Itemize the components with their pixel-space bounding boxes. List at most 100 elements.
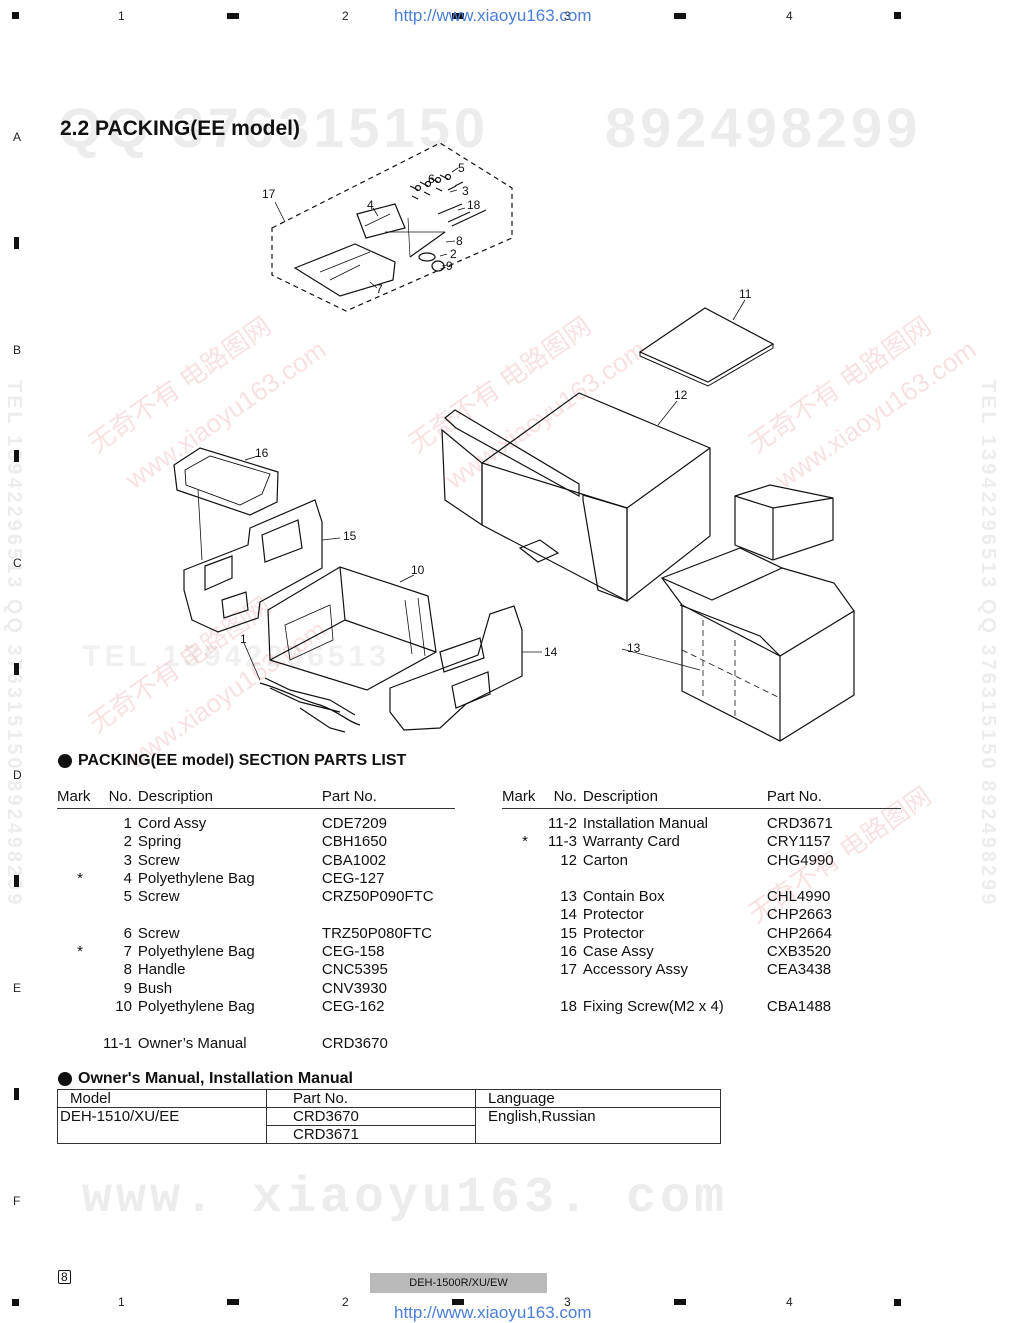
part-number-cell: 11-1 bbox=[103, 1034, 132, 1052]
callout-label: 16 bbox=[255, 446, 269, 460]
protector-right bbox=[389, 605, 523, 731]
manual-table: Model Part No. Language DEH-1510/XU/EE C… bbox=[57, 1089, 721, 1144]
part-code-cell: CEG-158 bbox=[321, 943, 385, 961]
grid-row-label: C bbox=[13, 556, 22, 570]
part-mark-cell bbox=[57, 809, 103, 834]
grid-row-label: F bbox=[13, 1194, 21, 1208]
part-mark-cell bbox=[57, 852, 103, 870]
column-header-description: Description bbox=[582, 786, 767, 809]
part-description-cell bbox=[583, 870, 767, 888]
part-number-cell: 11-3 bbox=[548, 833, 577, 851]
callout-label: 9 bbox=[446, 259, 453, 273]
handle bbox=[409, 231, 446, 258]
part-description-cell: Carton bbox=[582, 851, 628, 869]
part-code-cell: CNV3930 bbox=[321, 979, 387, 997]
part-code-cell: CHL4990 bbox=[766, 888, 831, 906]
grid-corner bbox=[12, 1299, 19, 1306]
grid-row-label: A bbox=[13, 130, 22, 144]
cord-assy bbox=[259, 677, 361, 733]
part-mark-cell bbox=[502, 906, 548, 924]
part-code-cell: CEG-162 bbox=[321, 997, 385, 1015]
part-mark-cell bbox=[57, 906, 103, 924]
part-code-cell: TRZ50P080FTC bbox=[321, 924, 432, 942]
callout-label: 6 bbox=[428, 172, 435, 186]
table-row: 17 Accessory Assy CEA3438 bbox=[502, 961, 901, 979]
part-mark-cell bbox=[502, 925, 548, 943]
grid-mark bbox=[452, 1299, 464, 1305]
part-description-cell: Spring bbox=[137, 833, 182, 851]
manual-part-no-cell: CRD3671 bbox=[266, 1125, 476, 1144]
grid-mark bbox=[674, 1299, 686, 1305]
part-code-cell: CBA1488 bbox=[766, 997, 832, 1015]
part-number-cell: 11-2 bbox=[548, 815, 577, 832]
manual-model-cell: DEH-1510/XU/EE bbox=[57, 1107, 267, 1144]
part-code-cell bbox=[322, 1016, 455, 1034]
grid-row-label: B bbox=[13, 343, 22, 357]
part-number-cell: 17 bbox=[560, 961, 577, 979]
grid-row-tick bbox=[14, 1088, 19, 1100]
part-code-cell: CHP2663 bbox=[766, 906, 832, 924]
bullet-icon bbox=[58, 1072, 72, 1086]
fixing-screw bbox=[437, 203, 487, 227]
page-number: 8 bbox=[58, 1270, 71, 1284]
carton bbox=[480, 392, 711, 603]
part-code-cell: CRZ50P090FTC bbox=[321, 888, 434, 906]
part-mark-cell bbox=[57, 888, 103, 906]
part-mark-cell bbox=[57, 980, 103, 998]
grid-row-tick bbox=[14, 450, 19, 462]
callout-label: 1 bbox=[240, 632, 247, 646]
callout-label: 17 bbox=[262, 187, 276, 201]
part-description-cell: Warranty Card bbox=[582, 833, 680, 851]
callout-label: 14 bbox=[544, 645, 558, 659]
part-mark-cell bbox=[57, 1016, 103, 1034]
part-number-cell: 1 bbox=[123, 815, 132, 832]
column-header-part-no: Part No. bbox=[321, 786, 455, 809]
grid-mark bbox=[452, 13, 464, 19]
grid-column-label: 1 bbox=[118, 9, 125, 23]
column-header-mark: Mark bbox=[57, 786, 103, 809]
part-number-cell: 12 bbox=[560, 851, 577, 869]
screw-group bbox=[409, 174, 464, 200]
part-number-cell: 7 bbox=[123, 943, 132, 961]
part-mark-cell bbox=[502, 961, 548, 979]
callout-label: 3 bbox=[462, 184, 469, 198]
grid-column-label: 4 bbox=[786, 1295, 793, 1309]
table-header-row: Mark No. Description Part No. bbox=[57, 786, 455, 809]
grid-corner bbox=[12, 12, 19, 19]
bullet-icon bbox=[58, 754, 72, 768]
column-header-language: Language bbox=[475, 1089, 721, 1108]
part-mark-cell: * bbox=[522, 833, 528, 851]
callout-label: 2 bbox=[450, 247, 457, 261]
part-code-cell: CHG4990 bbox=[766, 851, 834, 869]
part-code-cell: CEG-127 bbox=[321, 869, 385, 887]
part-mark-cell bbox=[502, 852, 548, 870]
part-description-cell: Polyethylene Bag bbox=[137, 943, 255, 961]
grid-column-label: 3 bbox=[564, 1295, 571, 1309]
part-mark-cell bbox=[57, 998, 103, 1016]
part-number-cell: 18 bbox=[560, 997, 577, 1015]
part-code-cell: CEA3438 bbox=[766, 961, 832, 979]
url-watermark-top: http://www.xiaoyu163.com bbox=[394, 6, 592, 25]
table-row: DEH-1510/XU/EE CRD3670 English,Russian bbox=[57, 1107, 721, 1144]
table-row bbox=[502, 980, 901, 998]
part-description-cell: Accessory Assy bbox=[582, 961, 688, 979]
part-description-cell: Handle bbox=[137, 961, 186, 979]
part-code-cell bbox=[767, 980, 901, 998]
part-description-cell: Protector bbox=[582, 906, 644, 924]
part-description-cell: Cord Assy bbox=[137, 815, 207, 832]
manual-language-cell: English,Russian bbox=[475, 1107, 721, 1144]
part-mark-cell bbox=[57, 1035, 103, 1053]
watermark-www: www. xiaoyu163. com bbox=[82, 1170, 729, 1227]
